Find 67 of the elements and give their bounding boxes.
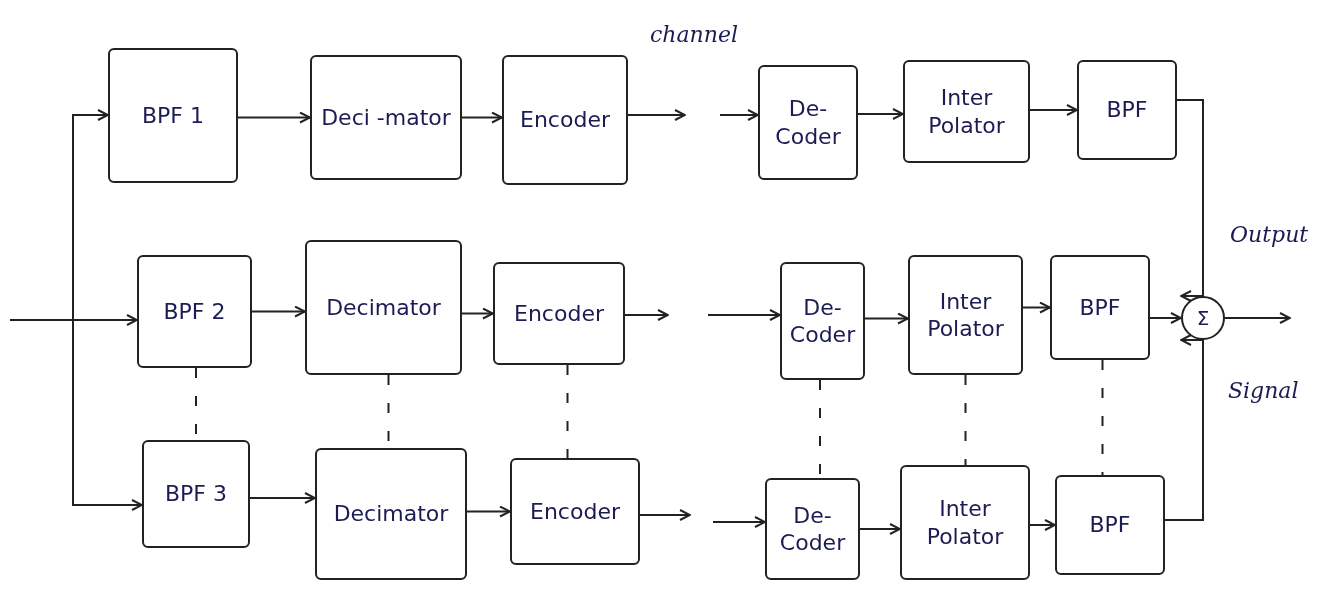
- arrow: [719, 109, 759, 121]
- arrow: [461, 111, 503, 124]
- annotation: channel: [650, 22, 738, 47]
- block-label: BPF 2: [162, 297, 227, 326]
- block: [305, 240, 462, 375]
- block-label: BPF 1: [141, 101, 205, 130]
- block: [315, 448, 467, 580]
- arrow: [864, 312, 909, 325]
- block-label: Encoder: [529, 497, 621, 526]
- arrow: [1029, 519, 1056, 531]
- block-label: De- Coder: [778, 501, 847, 557]
- block-label: Deci -mator: [320, 103, 452, 132]
- block: [903, 60, 1030, 163]
- block: [510, 458, 640, 565]
- block-label: Encoder: [513, 299, 605, 328]
- block-label: Σ: [1195, 304, 1211, 332]
- block: [502, 55, 628, 185]
- block-label: De- Coder: [788, 293, 857, 349]
- arrow: [624, 309, 669, 321]
- block-label: BPF: [1105, 96, 1149, 125]
- block: [1050, 255, 1150, 360]
- block-label: BPF 3: [164, 480, 228, 509]
- summing-junction: [1181, 296, 1225, 340]
- dashed-line: [964, 374, 967, 466]
- arrow: [707, 309, 781, 321]
- arrow: [1022, 301, 1051, 314]
- block: [1055, 475, 1165, 575]
- arrow: [237, 111, 311, 124]
- block-label: Inter Polator: [926, 287, 1005, 343]
- block: [142, 440, 250, 548]
- arrow: [639, 509, 691, 521]
- arrow: [1224, 312, 1291, 324]
- block: [765, 478, 860, 580]
- arrow: [466, 505, 511, 518]
- arrow: [1029, 104, 1078, 116]
- annotation: Output: [1230, 222, 1309, 247]
- block: [900, 465, 1030, 580]
- block: [908, 255, 1023, 375]
- block-label: Encoder: [519, 106, 611, 135]
- block-label: De- Coder: [774, 95, 842, 151]
- block-label: BPF: [1078, 293, 1122, 322]
- annotation: Signal: [1228, 378, 1299, 403]
- block: [780, 262, 865, 380]
- block: [493, 262, 625, 365]
- arrow: [627, 109, 686, 121]
- block-label: Decimator: [332, 500, 450, 529]
- block: [108, 48, 238, 183]
- arrow: [251, 305, 306, 318]
- arrow: [857, 108, 904, 120]
- arrow: [1164, 334, 1204, 521]
- arrow: [1149, 312, 1182, 324]
- arrow: [1176, 99, 1204, 302]
- arrow: [9, 319, 143, 511]
- block: [137, 255, 252, 368]
- block: [758, 65, 858, 180]
- arrow: [859, 523, 901, 535]
- arrow: [461, 307, 494, 320]
- dashed-line: [566, 364, 569, 459]
- block-label: Decimator: [325, 293, 442, 322]
- arrow: [249, 492, 316, 504]
- dashed-line: [1101, 359, 1104, 476]
- block-label: Inter Polator: [925, 495, 1005, 551]
- block-label: BPF: [1088, 511, 1132, 540]
- block: [310, 55, 462, 180]
- block-label: Inter Polator: [927, 84, 1006, 140]
- arrow: [712, 516, 766, 528]
- block: [1077, 60, 1177, 160]
